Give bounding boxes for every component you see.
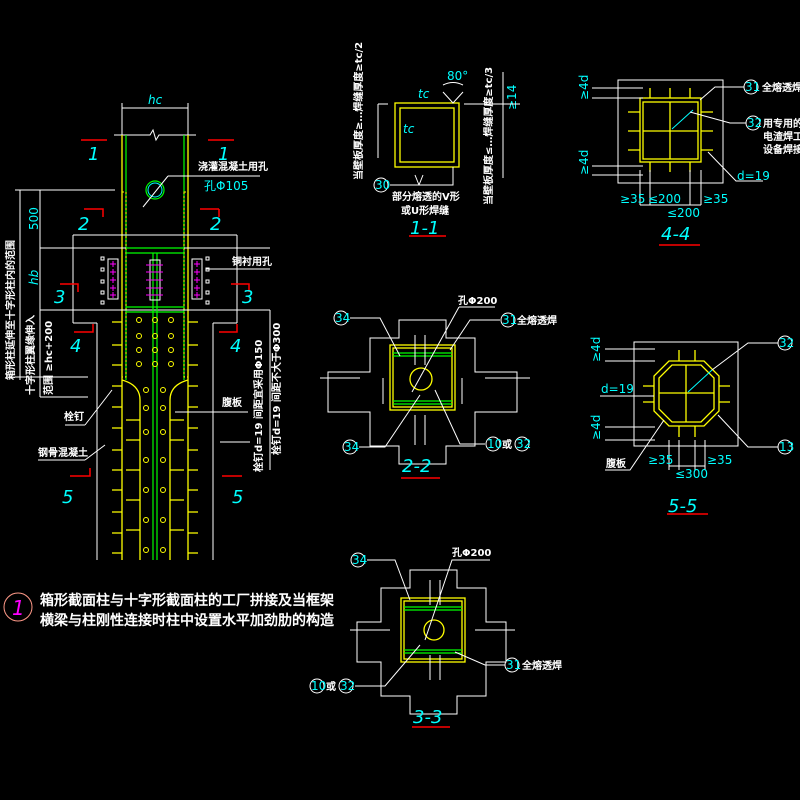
- left-note-1: 箱形柱延伸至十字形柱内的范围: [4, 240, 17, 380]
- tc-top: tc: [418, 87, 430, 101]
- stud-d19: d=19: [737, 169, 770, 183]
- ref-34-top: 34: [335, 311, 350, 325]
- dim-hc: hc: [148, 93, 163, 107]
- dim-right-35: ≥35: [707, 453, 732, 467]
- stud-spacing-1: 栓钉d=19 间距宜采用Φ150: [252, 340, 265, 472]
- section-label-2-2: 2-2: [402, 456, 431, 477]
- note-31: 全熔透焊: [761, 81, 800, 94]
- title-line-1: 箱形截面柱与十字形截面柱的工厂拼接及当框架: [40, 592, 334, 609]
- dim-left-35: ≥35: [620, 192, 645, 206]
- ref-10: 10: [311, 679, 326, 693]
- dim-4d-top: ≥4d: [577, 75, 591, 100]
- weld-note-1: 部分熔透的V形: [392, 190, 460, 203]
- dim-left-35: ≥35: [648, 453, 673, 467]
- title-line-2: 横梁与柱刚性连接时柱中设置水平加劲肋的构造: [40, 612, 334, 629]
- web-label: 腹板: [222, 396, 243, 409]
- hole-label-2: 孔Φ200: [458, 294, 497, 307]
- stud-spacing-2: 栓钉d=19 间距不大于Φ300: [270, 323, 283, 455]
- section-mark-4-right: 4: [230, 336, 241, 357]
- note-31: 全熔透焊: [516, 314, 557, 327]
- or-label: 或: [502, 438, 512, 451]
- hole-label-3: 孔Φ200: [452, 546, 491, 559]
- hole-size: 孔Φ105: [204, 179, 248, 193]
- right-note: 当壁板厚度≤…焊缝厚度≥tc/3: [482, 67, 495, 205]
- concrete-label: 钢骨混凝土: [38, 446, 88, 459]
- ref-13: 13: [779, 440, 794, 454]
- section-mark-4-left: 4: [70, 336, 81, 357]
- title-number: 1: [12, 596, 25, 620]
- dim-mid-200: ≤200: [648, 192, 681, 206]
- section-mark-1-right: 1: [218, 144, 229, 165]
- section-mark-5-left: 5: [62, 487, 73, 508]
- section-label-4-4: 4-4: [661, 224, 690, 245]
- section-4-4: 31 全熔透焊 32 用专用的 电渣焊工艺 设备焊接 d=19 ≥4d ≥4d …: [577, 75, 800, 246]
- or-label: 或: [326, 680, 336, 693]
- section-mark-2-right: 2: [210, 214, 221, 235]
- dim-total-200: ≤200: [667, 206, 700, 220]
- section-label-1-1: 1-1: [410, 218, 439, 239]
- ref-34: 34: [352, 553, 367, 567]
- ref-32: 32: [340, 679, 355, 693]
- ref-32: 32: [516, 437, 531, 451]
- min-14: ≥14: [505, 85, 519, 110]
- ref-31: 31: [506, 658, 521, 672]
- note-32-1: 用专用的: [762, 117, 800, 130]
- dim-right-35: ≥35: [703, 192, 728, 206]
- column-elevation: hc 浇灌混凝土用孔 孔Φ105 铜衬用孔: [4, 93, 283, 560]
- stud-d19: d=19: [601, 382, 634, 396]
- dim-4d-bottom: ≥4d: [577, 150, 591, 175]
- section-5-5: 32 13 d=19 ≥4d ≥4d 腹板 ≥35 ≤300 ≥35 5-5: [589, 335, 794, 517]
- weld-ref-30: 30: [375, 178, 390, 192]
- section-label-5-5: 5-5: [668, 496, 697, 517]
- ref-32: 32: [779, 336, 794, 350]
- section-mark-2-left: 2: [78, 214, 89, 235]
- dim-500: 500: [27, 207, 41, 230]
- ref-10: 10: [487, 437, 502, 451]
- hole-label: 浇灌混凝土用孔: [198, 160, 268, 173]
- side-hole-label: 铜衬用孔: [232, 255, 272, 268]
- dim-4d-bottom: ≥4d: [589, 415, 603, 440]
- section-2-2: 孔Φ200 34 31 全熔透焊 34 10 或 32 2-2: [320, 294, 557, 479]
- left-note-3: 范围 ≥hc+200: [42, 321, 55, 395]
- section-mark-3-left: 3: [54, 287, 65, 308]
- note-32-3: 设备焊接: [763, 143, 800, 156]
- dim-mid-300: ≤300: [675, 467, 708, 481]
- ref-34-bottom: 34: [344, 440, 359, 454]
- section-mark-3-right: 3: [242, 287, 253, 308]
- weld-note-2: 或U形焊缝: [401, 204, 449, 217]
- ref-32: 32: [747, 116, 762, 130]
- dim-hb: hb: [27, 269, 41, 285]
- left-note: 当壁板厚度≥…焊缝厚度≥tc/2: [352, 42, 365, 180]
- web-label: 腹板: [606, 457, 627, 470]
- drawing-title: 1 箱形截面柱与十字形截面柱的工厂拼接及当框架 横梁与柱刚性连接时柱中设置水平加…: [3, 592, 334, 629]
- section-label-3-3: 3-3: [413, 707, 442, 728]
- note-31: 全熔透焊: [521, 659, 562, 672]
- section-mark-5-right: 5: [232, 487, 243, 508]
- section-mark-1-left: 1: [88, 144, 99, 165]
- tc-side: tc: [403, 122, 415, 136]
- angle-80: 80°: [447, 69, 468, 83]
- ref-31: 31: [502, 313, 517, 327]
- note-32-2: 电渣焊工艺: [763, 130, 800, 143]
- ref-31: 31: [745, 80, 760, 94]
- stud-label: 栓钉: [64, 410, 84, 423]
- dim-4d-top: ≥4d: [589, 337, 603, 362]
- left-note-2: 十字形柱翼缘伸入: [24, 315, 37, 395]
- section-1-1: 80° tc tc ≥14 当壁板厚度≥…焊缝厚度≥tc/2 当壁板厚度≤…焊缝…: [352, 42, 520, 239]
- section-3-3: 34 孔Φ200 10 或 32 31 全熔透焊 3-3: [309, 546, 562, 728]
